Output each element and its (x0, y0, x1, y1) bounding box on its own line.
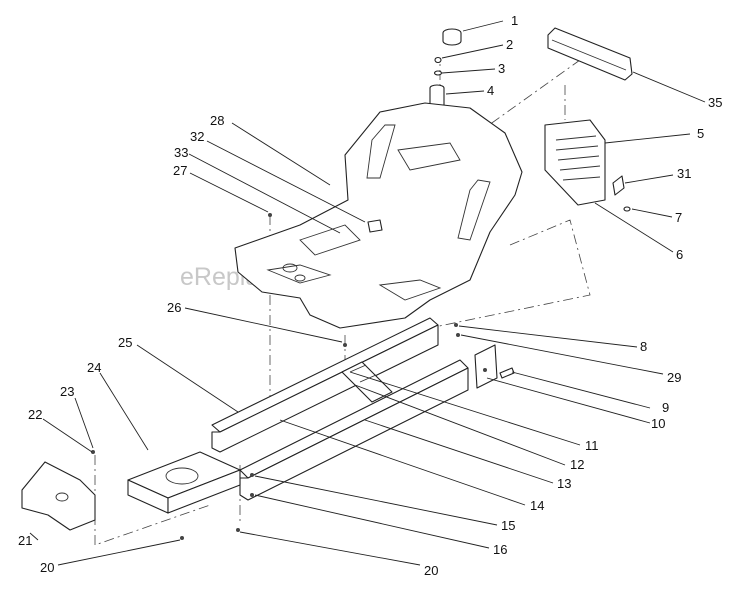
callout-4: 4 (487, 83, 494, 98)
callout-13: 13 (557, 476, 571, 491)
callout-1: 1 (511, 13, 518, 28)
callout-2: 2 (506, 37, 513, 52)
callout-29: 29 (667, 370, 681, 385)
callout-23: 23 (60, 384, 74, 399)
callout-27: 27 (173, 163, 187, 178)
callout-24: 24 (87, 360, 101, 375)
decal (612, 175, 625, 196)
callout-32: 32 (190, 129, 204, 144)
fender-decal-32 (367, 219, 383, 233)
callout-7: 7 (675, 210, 682, 225)
callout-10: 10 (651, 416, 665, 431)
callout-20-left: 20 (40, 560, 54, 575)
callout-8: 8 (640, 339, 647, 354)
callout-16: 16 (493, 542, 507, 557)
callout-9: 9 (662, 400, 669, 415)
callout-3: 3 (498, 61, 505, 76)
hitch-pin (499, 367, 515, 379)
callout-35: 35 (708, 95, 722, 110)
knob-cap (442, 28, 462, 46)
screw (434, 56, 442, 64)
cross-member (341, 361, 393, 403)
steering-support-plate (127, 451, 241, 514)
callout-28: 28 (210, 113, 224, 128)
callout-labels: 1 2 3 4 35 5 31 7 6 28 32 33 27 26 8 29 … (18, 13, 722, 578)
callout-21: 21 (18, 533, 32, 548)
hardware (91, 213, 460, 540)
washer (433, 70, 443, 76)
front-bracket (21, 461, 96, 531)
callout-22: 22 (28, 407, 42, 422)
leader-lines (29, 20, 706, 566)
callout-20-right: 20 (424, 563, 438, 578)
callout-11: 11 (585, 438, 599, 453)
callout-31: 31 (677, 166, 691, 181)
rear-bracket (474, 344, 498, 389)
rear-panel (544, 119, 606, 206)
callout-15: 15 (501, 518, 515, 533)
fender-body (234, 102, 523, 329)
callout-33: 33 (174, 145, 188, 160)
trim-strip (547, 27, 633, 81)
frame-rail-left (211, 317, 439, 453)
callout-26: 26 (167, 300, 181, 315)
callout-5: 5 (697, 126, 704, 141)
callout-12: 12 (570, 457, 584, 472)
callout-14: 14 (530, 498, 544, 513)
frame-rail-right (239, 359, 469, 501)
panel-screw (623, 206, 631, 212)
callout-6: 6 (676, 247, 683, 262)
callout-25: 25 (118, 335, 132, 350)
